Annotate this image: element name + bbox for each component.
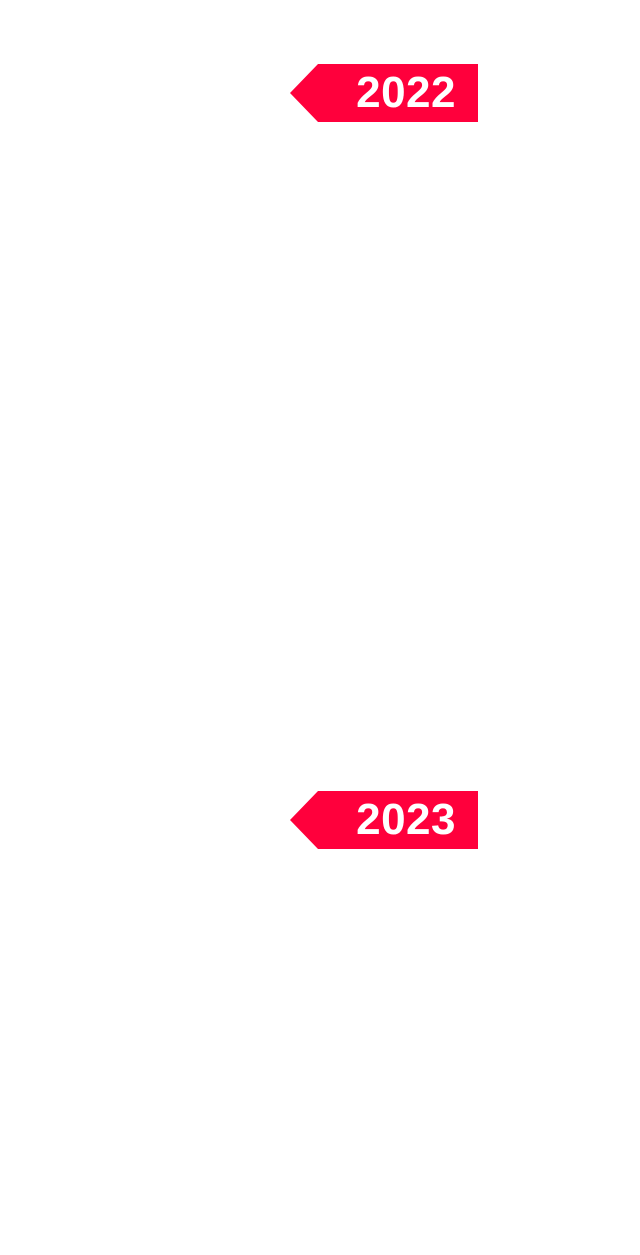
year-tag-2022: 2022 xyxy=(290,64,478,122)
year-tag-label: 2023 xyxy=(356,795,456,844)
year-tag-2023: 2023 xyxy=(290,791,478,849)
year-tag-label: 2022 xyxy=(356,68,456,117)
